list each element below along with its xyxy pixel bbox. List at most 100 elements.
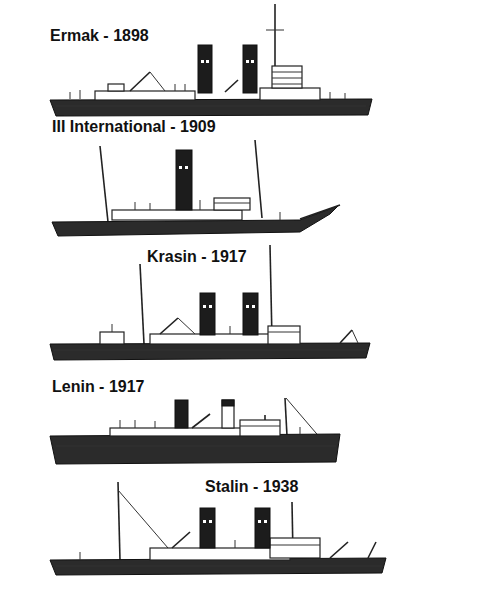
ship-label: Krasin - 1917 xyxy=(147,248,247,266)
icebreaker-krasin-thin xyxy=(230,326,231,334)
icebreaker-ermak-fun xyxy=(243,45,257,93)
icebreaker-iii-international-thin xyxy=(135,202,136,210)
icebreaker-krasin-fun xyxy=(200,293,215,335)
icebreaker-iii-international-thin xyxy=(280,212,281,220)
icebreaker-stalin-ln xyxy=(172,532,190,548)
icebreaker-krasin-ln xyxy=(160,318,178,334)
icebreaker-iii-international-ln xyxy=(100,146,108,222)
icebreaker-ermak-mark xyxy=(201,60,204,63)
icebreaker-ermak-thin xyxy=(56,106,366,107)
icebreaker-lenin-thin xyxy=(120,420,121,428)
icebreaker-iii-international-fun xyxy=(176,150,192,210)
icebreaker-ermak-thin xyxy=(70,92,71,99)
icebreaker-stalin-fun xyxy=(255,508,270,548)
icebreaker-iii-international-ln xyxy=(255,140,262,218)
icebreaker-stalin xyxy=(50,482,386,575)
icebreaker-krasin-mark xyxy=(252,305,255,308)
icebreaker-lenin-sup xyxy=(222,400,234,428)
icebreaker-stalin-thin xyxy=(80,552,81,560)
icebreaker-ermak-thin xyxy=(150,72,165,91)
icebreaker-stalin-mark xyxy=(209,520,212,523)
icebreaker-ermak-thin xyxy=(272,84,302,85)
icebreaker-iii-international-hull xyxy=(52,206,338,236)
icebreaker-ermak-thin xyxy=(330,92,331,99)
icebreaker-stalin-thin xyxy=(56,566,382,567)
icebreaker-krasin-mark xyxy=(246,305,249,308)
icebreaker-ermak-mark xyxy=(206,60,209,63)
icebreaker-iii-international-thin xyxy=(200,200,201,210)
icebreaker-ermak-ln xyxy=(225,80,238,92)
icebreaker-iii-international-thin xyxy=(214,203,250,204)
icebreaker-ermak-sup xyxy=(260,88,320,100)
icebreaker-krasin-thin xyxy=(54,350,366,351)
icebreaker-ermak-thin xyxy=(266,30,284,31)
icebreaker-ermak-sup xyxy=(108,84,124,91)
icebreaker-ermak-thin xyxy=(80,90,81,99)
icebreaker-krasin xyxy=(50,245,370,360)
icebreaker-stalin-sup xyxy=(270,538,320,558)
icebreaker-iii-international-mark xyxy=(185,166,188,169)
icebreaker-iii-international-mark xyxy=(179,166,182,169)
icebreaker-lenin-ln xyxy=(192,414,210,428)
icebreaker-ermak-hull xyxy=(50,99,372,116)
icebreaker-lenin xyxy=(50,398,340,464)
icebreaker-ermak xyxy=(50,4,372,116)
ship-label: III International - 1909 xyxy=(52,118,216,136)
icebreaker-lenin-sup xyxy=(110,428,250,436)
icebreaker-lenin-sup xyxy=(240,420,280,436)
icebreaker-lenin-thin xyxy=(155,421,156,428)
icebreaker-krasin-sup xyxy=(268,326,300,344)
icebreaker-stalin-thin xyxy=(118,490,168,548)
icebreaker-lenin-thin xyxy=(300,427,301,434)
icebreaker-krasin-thin xyxy=(268,332,300,333)
icebreaker-ermak-thin xyxy=(175,84,176,91)
icebreaker-iii-international xyxy=(52,140,340,236)
icebreaker-stalin-mark xyxy=(203,520,206,523)
icebreaker-ermak-sup xyxy=(272,66,302,88)
icebreaker-krasin-sup xyxy=(100,332,124,344)
icebreaker-ermak-ln xyxy=(130,72,150,91)
icebreaker-stalin-ln xyxy=(330,542,348,558)
icebreaker-iii-international-thin xyxy=(150,203,151,210)
icebreaker-krasin-mark xyxy=(209,305,212,308)
icebreaker-krasin-ln xyxy=(140,264,144,344)
icebreaker-krasin-fun xyxy=(243,293,258,335)
icebreaker-ermak-mark xyxy=(246,60,249,63)
icebreaker-lenin-fun xyxy=(222,400,234,406)
icebreaker-ermak-thin xyxy=(272,72,302,73)
icebreaker-ermak-thin xyxy=(272,78,302,79)
icebreaker-krasin-ln xyxy=(340,330,352,343)
icebreaker-stalin-mark xyxy=(258,520,261,523)
ship-label: Stalin - 1938 xyxy=(205,478,298,496)
icebreaker-ermak-sup xyxy=(95,91,195,100)
icebreaker-stalin-thin xyxy=(270,545,320,546)
icebreaker-stalin-ln xyxy=(368,542,376,558)
icebreaker-krasin-mark xyxy=(203,305,206,308)
icebreaker-lenin-fun xyxy=(175,400,188,428)
ship-label: Ermak - 1898 xyxy=(50,27,149,45)
icebreaker-krasin-thin xyxy=(112,324,113,332)
icebreaker-krasin-thin xyxy=(352,330,358,343)
icebreaker-lenin-hull xyxy=(50,434,340,464)
icebreaker-ermak-thin xyxy=(185,84,186,91)
icebreaker-iii-international-ln xyxy=(300,205,340,219)
icebreaker-lenin-thin xyxy=(135,420,136,428)
icebreaker-stalin-fun xyxy=(200,508,215,548)
icebreaker-stalin-sup xyxy=(150,548,290,560)
icebreaker-iii-international-sup xyxy=(214,198,250,210)
icebreaker-lenin-ln xyxy=(285,398,287,436)
icebreaker-lenin-thin xyxy=(56,446,336,447)
icebreaker-krasin-thin xyxy=(178,318,195,334)
ship-label: Lenin - 1917 xyxy=(52,378,144,396)
icebreaker-ermak-mark xyxy=(251,60,254,63)
icebreaker-ermak-thin xyxy=(345,93,346,99)
icebreaker-stalin-ln xyxy=(118,482,120,560)
icebreaker-stalin-mark xyxy=(264,520,267,523)
icebreaker-lenin-thin xyxy=(240,426,280,427)
icebreaker-krasin-hull xyxy=(50,343,370,360)
icebreaker-ermak-fun xyxy=(198,45,212,93)
icebreaker-stalin-thin xyxy=(235,540,236,548)
icebreaker-iii-international-sup xyxy=(112,210,242,220)
